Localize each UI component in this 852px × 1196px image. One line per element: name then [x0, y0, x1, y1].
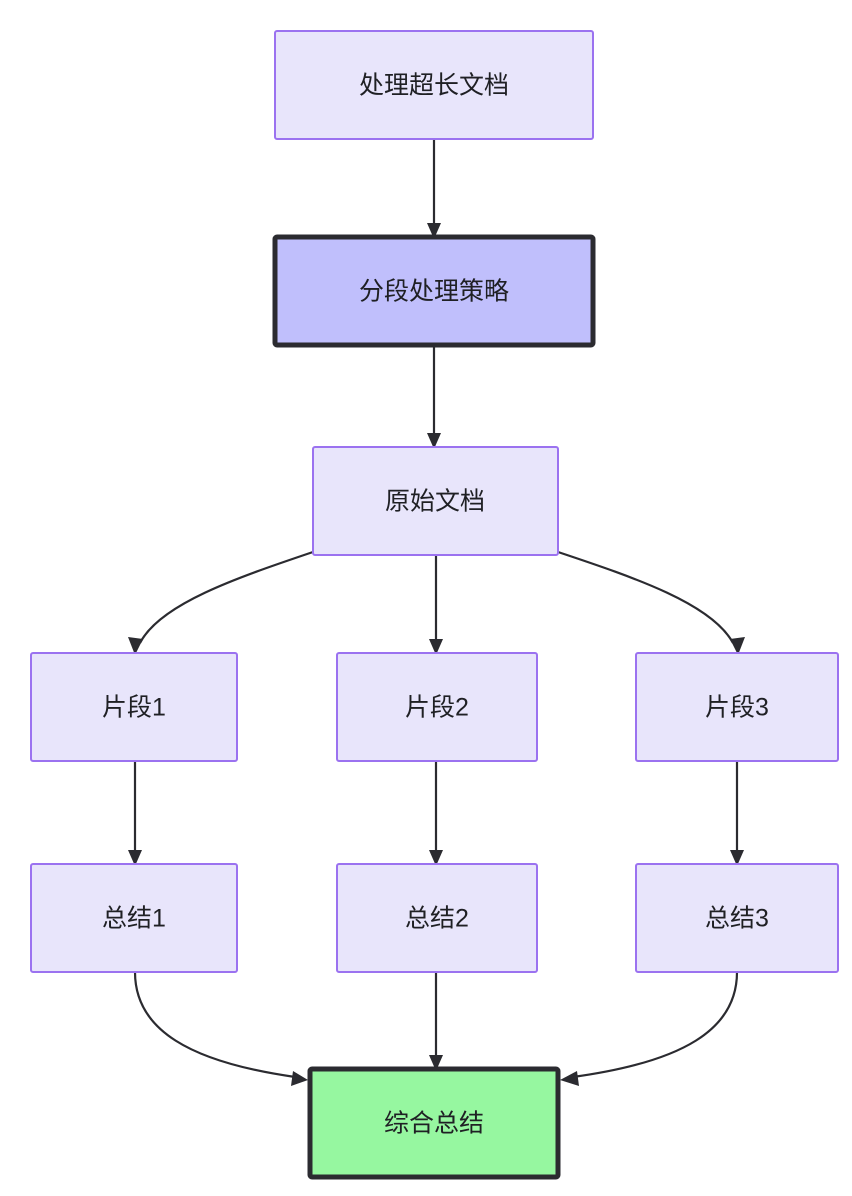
edge-segment-2-to-summary-2 [429, 761, 443, 866]
edge-process-long-doc-to-chunk-strategy [427, 139, 441, 239]
edge-source-doc-to-segment-3 [557, 550, 745, 655]
node-summary-2-box[interactable] [336, 863, 538, 973]
edge-summary-3-to-final-summary [560, 971, 739, 1086]
node-chunk-strategy[interactable]: 分段处理策略 [272, 234, 596, 348]
node-process-long-doc[interactable]: 处理超长文档 [274, 30, 594, 140]
node-segment-2[interactable]: 片段2 [336, 652, 538, 762]
node-source-doc[interactable]: 原始文档 [312, 446, 559, 556]
node-final-summary[interactable]: 综合总结 [307, 1066, 561, 1180]
node-summary-3-box[interactable] [635, 863, 839, 973]
edge-layer [128, 139, 745, 1086]
node-summary-3[interactable]: 总结3 [635, 863, 839, 973]
node-segment-3-box[interactable] [635, 652, 839, 762]
node-segment-3[interactable]: 片段3 [635, 652, 839, 762]
node-summary-1-box[interactable] [30, 863, 238, 973]
edge-segment-3-to-summary-3 [730, 761, 744, 866]
edge-segment-1-to-summary-1 [128, 761, 142, 866]
node-chunk-strategy-box[interactable] [272, 234, 596, 348]
node-summary-1[interactable]: 总结1 [30, 863, 238, 973]
node-summary-2[interactable]: 总结2 [336, 863, 538, 973]
node-segment-1-box[interactable] [30, 652, 238, 762]
edge-summary-2-to-final-summary [429, 972, 443, 1071]
node-process-long-doc-box[interactable] [274, 30, 594, 140]
node-segment-2-box[interactable] [336, 652, 538, 762]
edge-chunk-strategy-to-source-doc [427, 347, 441, 449]
edge-source-doc-to-segment-2 [429, 555, 443, 655]
node-source-doc-box[interactable] [312, 446, 559, 556]
node-segment-1[interactable]: 片段1 [30, 652, 238, 762]
edge-summary-1-to-final-summary [133, 971, 308, 1086]
edge-source-doc-to-segment-1 [128, 550, 314, 655]
node-final-summary-box[interactable] [307, 1066, 561, 1180]
